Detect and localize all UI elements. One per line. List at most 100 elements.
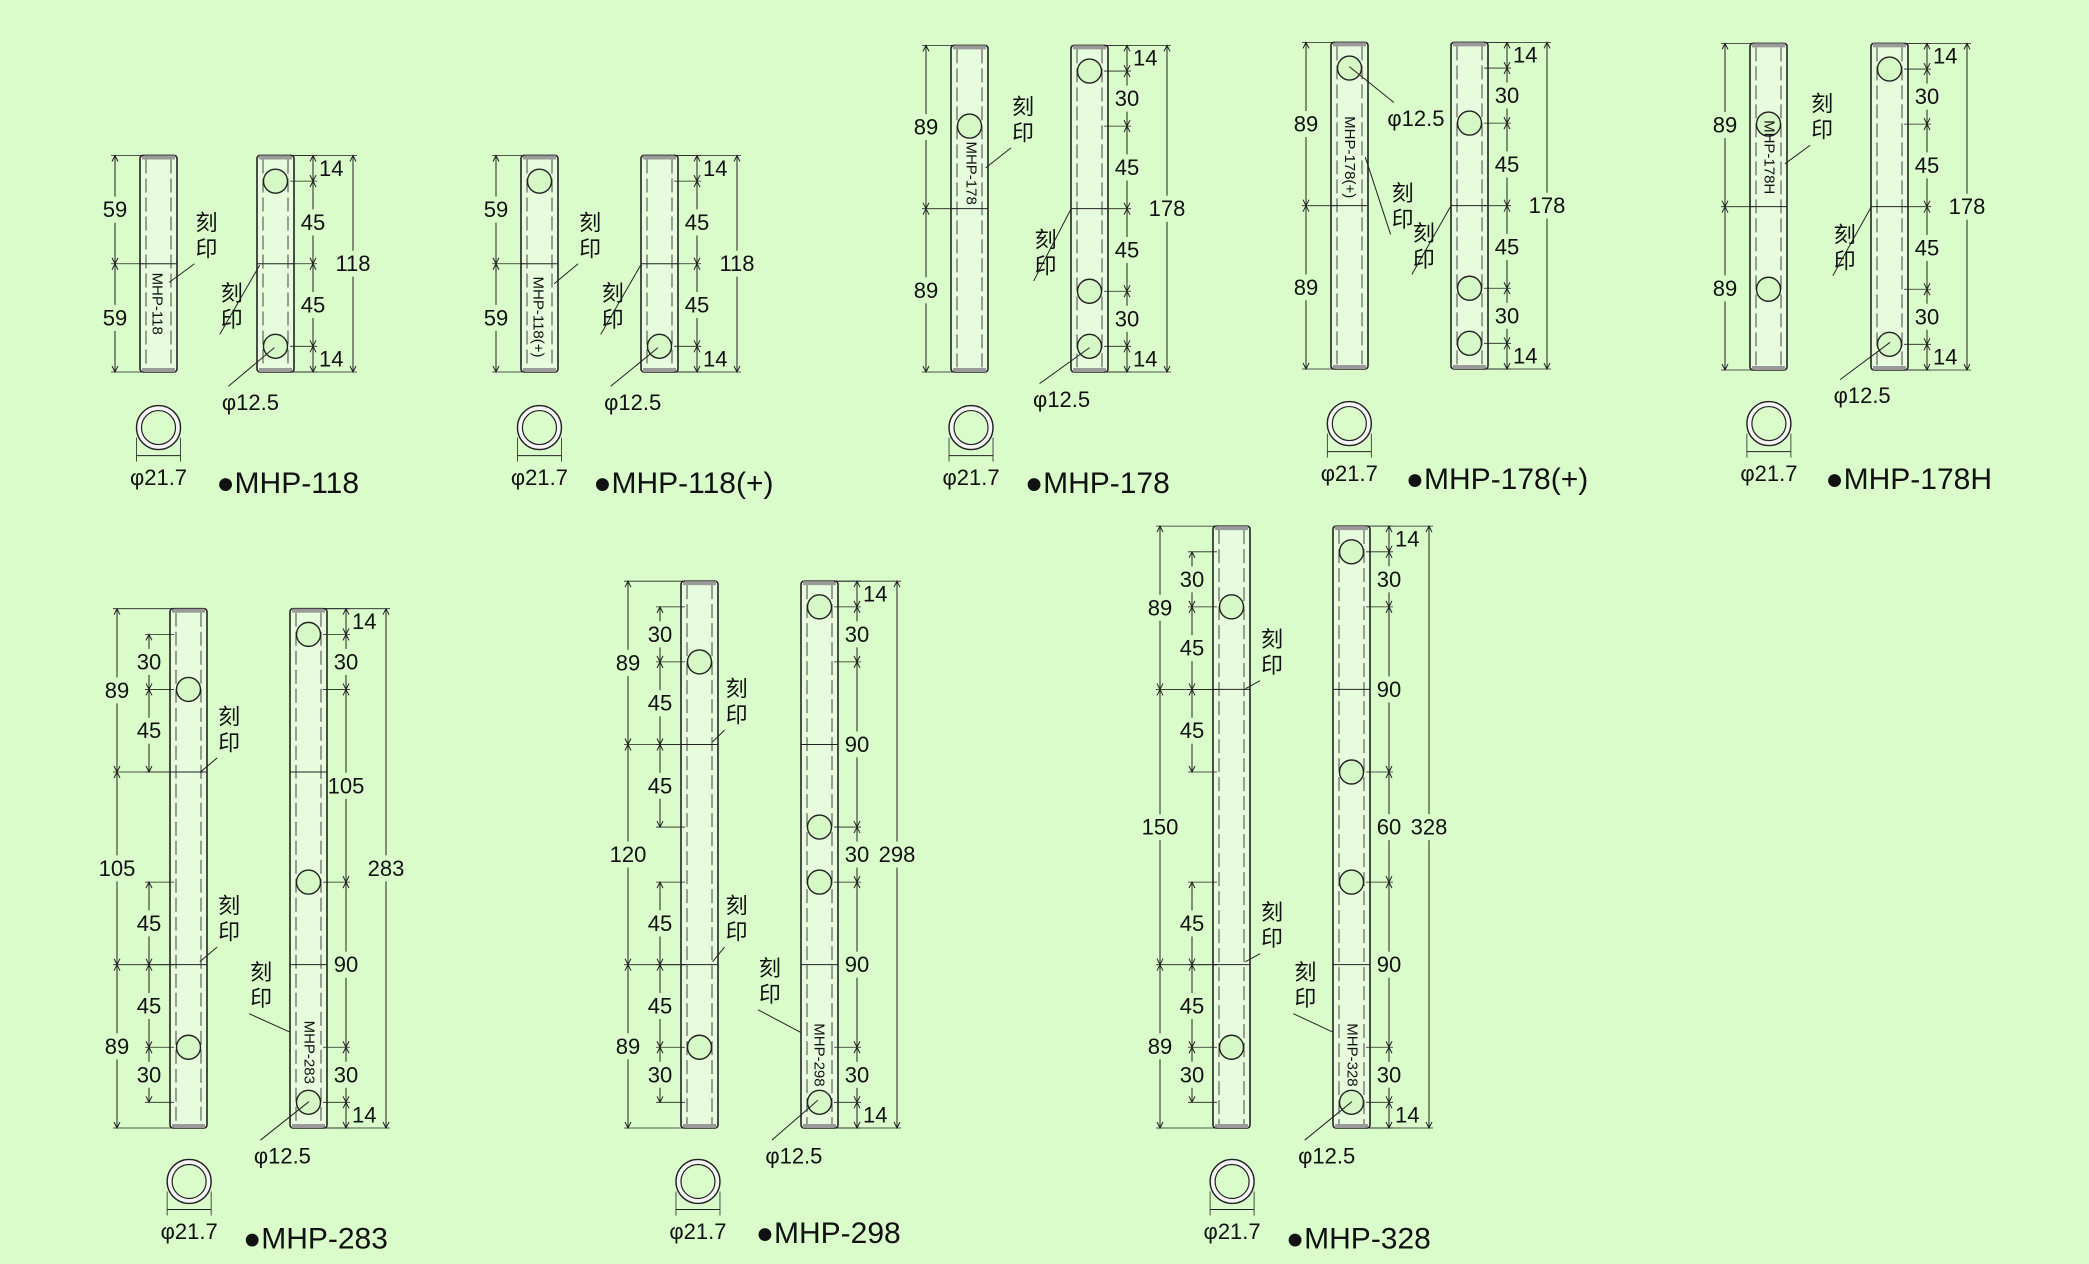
- leader-line: [1839, 341, 1891, 381]
- pipe-end-cap: [259, 368, 292, 372]
- dimension-value: 14: [1513, 344, 1537, 369]
- hole-diameter-callout: φ12.5: [765, 1099, 822, 1169]
- dimension-value: 45: [1495, 152, 1519, 177]
- dimension-label-bg: [1952, 193, 1982, 220]
- hole-icon: [1338, 539, 1365, 565]
- dimension-label-bg: [1492, 82, 1522, 109]
- marking-callout-label: 印: [1012, 120, 1034, 145]
- dimension-label-bg: [1374, 566, 1404, 593]
- dimension-arrow: [1923, 205, 1931, 213]
- dimension-arrow: [893, 1121, 901, 1130]
- hole-icon: [175, 676, 202, 703]
- dimension-arrow: [922, 365, 930, 374]
- dimension-label-bg: [1177, 717, 1207, 744]
- dimension-arrow: [382, 1121, 390, 1130]
- dimension-value: 298: [879, 842, 916, 867]
- hole-diameter-label: φ12.5: [1834, 383, 1891, 408]
- dimension-value: 30: [334, 1062, 358, 1087]
- dimension-value: 45: [1495, 234, 1519, 259]
- marking-callout-label: 印: [726, 920, 748, 945]
- dimension-arrow: [309, 180, 317, 188]
- dimension-value: 30: [845, 1062, 869, 1087]
- dimension-arrow: [1503, 121, 1511, 130]
- pipe-end-cap: [523, 155, 556, 160]
- hole-icon: [806, 1089, 833, 1116]
- product-name: ●MHP-178H: [1825, 463, 1992, 496]
- product-mhp-298: 891208930454545453014309030903014298MHP-…: [610, 580, 916, 1250]
- pipe-section: φ21.7: [130, 404, 187, 490]
- marking-callout-label: 刻: [250, 960, 272, 985]
- right-pipe: [1450, 41, 1489, 370]
- dimension-arrow: [656, 880, 664, 889]
- dimension-arrow: [922, 207, 930, 215]
- dimension-label-bg: [842, 951, 872, 978]
- product-mhp-118: 595914454514118MHP-118刻印刻印φ12.5φ21.7●MHP…: [100, 154, 371, 500]
- dimension-label-bg: [1912, 83, 1942, 110]
- dimension-value: 45: [1115, 155, 1139, 180]
- dimension-label-bg: [1112, 154, 1142, 181]
- dimension-label-bg: [682, 209, 712, 236]
- marking-callout-label: 印: [1413, 247, 1435, 272]
- dimension-arrow: [342, 1101, 350, 1109]
- product-name: ●MHP-178: [1025, 467, 1170, 500]
- dimension-arrow: [1963, 42, 1971, 50]
- pipe-section-inner: [1214, 1163, 1250, 1200]
- hole-icon: [1755, 111, 1782, 137]
- dimension-label-bg: [1912, 303, 1942, 330]
- hole-icon: [295, 869, 322, 895]
- pipe-section: φ21.7: [1321, 400, 1378, 486]
- dimension-value: 45: [685, 293, 709, 318]
- dimension-arrow: [113, 1121, 121, 1130]
- right-pipe: [289, 607, 328, 1129]
- pipe-section-inner: [953, 409, 989, 446]
- pipe-section: φ21.7: [942, 404, 1000, 490]
- dimension-value: 150: [1142, 815, 1179, 840]
- hole-icon: [1336, 55, 1363, 81]
- dimension-value: 30: [137, 649, 161, 674]
- dimension-arrow: [1503, 342, 1511, 350]
- dimension-chain: 178: [1104, 44, 1185, 374]
- dimension-value: 328: [1411, 815, 1448, 840]
- dimension-value: 30: [1180, 1062, 1204, 1087]
- marking-callout-label: 刻: [1261, 900, 1283, 925]
- dimension-value: 89: [1713, 113, 1737, 138]
- dimension-arrow: [693, 262, 701, 270]
- marking-callout-label: 印: [1294, 986, 1316, 1011]
- dimension-arrow: [1721, 42, 1729, 50]
- dimension-value: 14: [319, 156, 343, 181]
- left-pipe: [680, 580, 719, 1129]
- product-name: ●MHP-298: [756, 1217, 901, 1250]
- pipe-end-cap: [1073, 368, 1106, 372]
- dimension-arrow: [1188, 880, 1196, 889]
- dimension-arrow: [309, 345, 317, 353]
- marking-callout: 刻印: [985, 94, 1034, 169]
- dimension-label-bg: [1177, 635, 1207, 662]
- dimension-value: 45: [137, 993, 161, 1018]
- pipe-end-cap: [1333, 42, 1366, 47]
- dimension-value: 14: [352, 609, 376, 634]
- marking-callout-label: 刻: [1834, 222, 1856, 247]
- dimension-label-bg: [645, 621, 675, 648]
- dimension-label-bg: [1152, 195, 1182, 222]
- hole-icon: [1876, 56, 1903, 82]
- dimension-arrow: [1385, 1046, 1393, 1054]
- dimension-value: 14: [1933, 44, 1957, 69]
- dimension-arrow: [656, 743, 664, 751]
- dimension-label-bg: [134, 992, 164, 1019]
- dimension-arrow: [342, 880, 350, 889]
- dimension-label-bg: [134, 1061, 164, 1088]
- dimension-label-bg: [1414, 814, 1444, 841]
- pipe-diameter-label: φ21.7: [942, 465, 999, 490]
- leader-line: [985, 147, 1012, 169]
- dimension-value: 14: [352, 1103, 376, 1128]
- marking-callout-label: 印: [1811, 118, 1833, 143]
- dimension-arrow: [1188, 550, 1196, 559]
- marking-callout-label: 刻: [1811, 92, 1833, 117]
- dimension-arrow: [733, 365, 741, 374]
- left-pipe: [1749, 42, 1788, 371]
